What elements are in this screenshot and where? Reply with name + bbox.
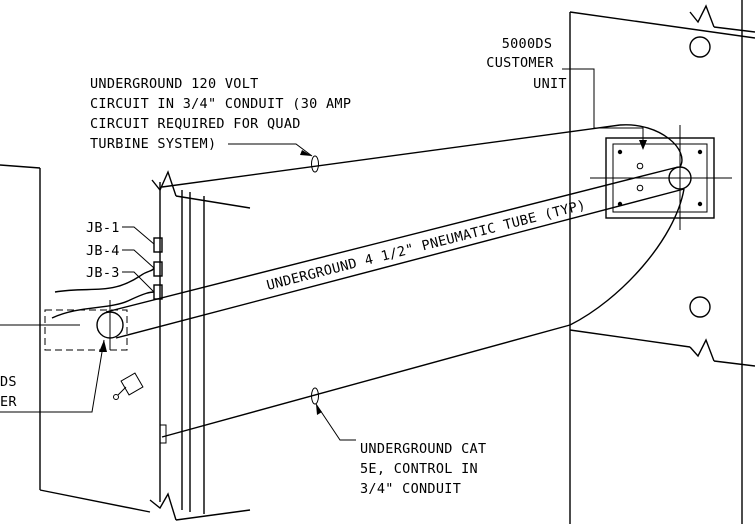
control-conduit <box>161 188 685 438</box>
right-structure <box>569 0 755 524</box>
teller-unit <box>0 300 128 413</box>
bollard-bottom-icon <box>689 296 711 318</box>
power-label-line3: CIRCUIT REQUIRED FOR QUAD <box>90 116 301 132</box>
bollard-top-icon <box>689 36 711 58</box>
customer-unit-line3: UNIT <box>533 76 567 92</box>
jb1-label: JB-1 <box>86 220 120 236</box>
power-leader <box>228 143 313 157</box>
customer-unit <box>590 125 732 230</box>
control-label-line2: 5E, CONTROL IN <box>360 461 478 477</box>
power-label-line1: UNDERGROUND 120 VOLT <box>90 76 259 92</box>
tube-label: UNDERGROUND 4 1/2" PNEUMATIC TUBE (TYP) <box>265 197 587 294</box>
customer-unit-line2: CUSTOMER <box>486 55 554 71</box>
jb4-label: JB-4 <box>86 243 120 259</box>
left-building <box>0 164 251 521</box>
key-icon <box>113 372 144 400</box>
customer-unit-line1: 5000DS <box>502 36 553 52</box>
pneumatic-tube <box>105 166 685 339</box>
control-label-line1: UNDERGROUND CAT <box>360 441 486 457</box>
junction-boxes <box>51 226 163 319</box>
unit-leader <box>562 68 644 144</box>
teller-label-line1: DS <box>0 374 17 390</box>
teller-label-line2: ER <box>0 394 17 410</box>
power-label-line2: CIRCUIT IN 3/4" CONDUIT (30 AMP <box>90 96 351 112</box>
control-label-line3: 3/4" CONDUIT <box>360 481 461 497</box>
jb3-label: JB-3 <box>86 265 120 281</box>
control-leader <box>315 403 356 441</box>
power-label-line4: TURBINE SYSTEM) <box>90 136 216 152</box>
power-conduit <box>161 124 683 188</box>
